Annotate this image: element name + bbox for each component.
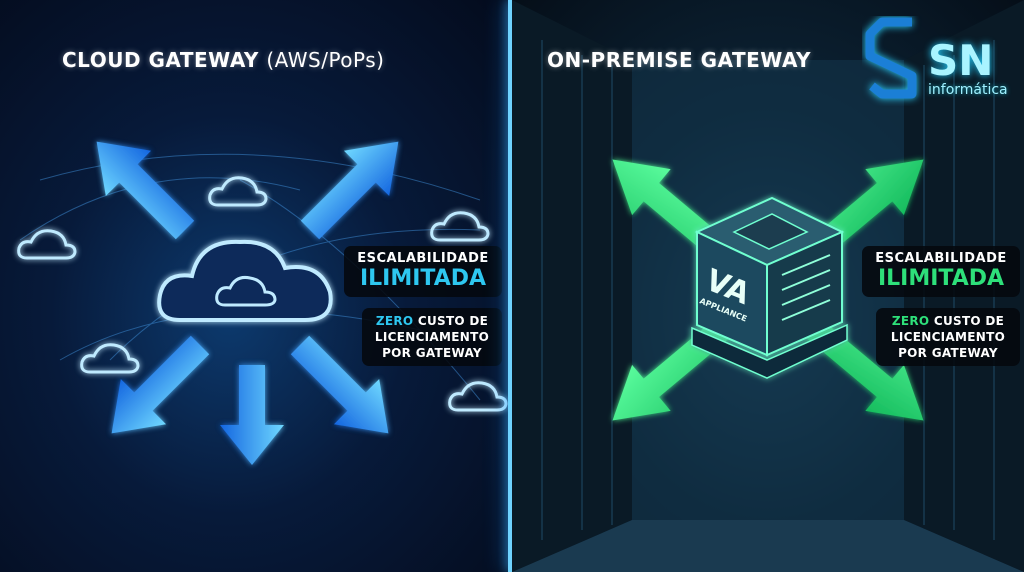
panel-divider xyxy=(508,0,512,572)
scalability-badge: ESCALABILIDADE ILIMITADA xyxy=(862,246,1020,297)
cloud-icon xyxy=(448,381,508,412)
arrows xyxy=(96,141,399,465)
on-premise-gateway-title: ON-PREMISE GATEWAY xyxy=(547,48,811,72)
cost-line2: LICENCIAMENTO xyxy=(374,330,490,344)
arrow-up-left-icon xyxy=(96,141,195,240)
scalability-value: ILIMITADA xyxy=(877,266,1005,291)
logo-name: SN xyxy=(928,36,994,85)
cost-line2: LICENCIAMENTO xyxy=(890,330,1006,344)
va-appliance-icon: VA APPLIANCE xyxy=(691,196,848,379)
logo-s-mark-icon xyxy=(865,17,917,99)
cloud-illustration xyxy=(17,141,508,465)
title-bold: CLOUD GATEWAY xyxy=(62,48,259,72)
cloud-icon xyxy=(430,211,490,242)
scalability-badge: ESCALABILIDADE ILIMITADA xyxy=(344,246,502,297)
cloud-gateway-title: CLOUD GATEWAY (AWS/PoPs) xyxy=(62,48,384,72)
cost-line3: POR GATEWAY xyxy=(382,346,482,360)
cloud-icon xyxy=(17,229,77,260)
cloud-icon xyxy=(80,343,140,374)
logo-tagline: informática xyxy=(928,82,1008,98)
cost-highlight: ZERO xyxy=(891,314,930,328)
arrow-down-left-icon xyxy=(111,335,210,434)
on-premise-gateway-panel: VA APPLIANCE ON-PREMISE GATEWAY ESCALABI… xyxy=(512,0,1024,572)
cost-line1: CUSTO DE xyxy=(929,314,1005,328)
cost-highlight: ZERO xyxy=(375,314,414,328)
arrow-down-right-icon xyxy=(290,335,389,434)
server-room-illustration: VA APPLIANCE xyxy=(512,0,1024,572)
cost-badge: ZERO CUSTO DE LICENCIAMENTO POR GATEWAY xyxy=(362,308,502,366)
cost-badge: ZERO CUSTO DE LICENCIAMENTO POR GATEWAY xyxy=(876,308,1020,366)
cloud-icons xyxy=(17,176,508,412)
cost-line1: CUSTO DE xyxy=(413,314,489,328)
cloud-icon xyxy=(215,276,277,307)
cost-line3: POR GATEWAY xyxy=(898,346,998,360)
main-cloud-icon xyxy=(157,239,333,322)
sn-informatica-logo: SN informática xyxy=(862,16,1022,106)
cloud-gateway-panel: CLOUD GATEWAY (AWS/PoPs) ESCALABILIDADE … xyxy=(0,0,510,572)
cloud-icon xyxy=(208,176,268,207)
arrow-up-right-icon xyxy=(300,141,399,240)
arrow-down-icon xyxy=(220,365,284,465)
title-sub: (AWS/PoPs) xyxy=(266,48,385,72)
scalability-label: ESCALABILIDADE xyxy=(875,251,1007,266)
scalability-value: ILIMITADA xyxy=(359,266,487,291)
scalability-label: ESCALABILIDADE xyxy=(357,251,489,266)
